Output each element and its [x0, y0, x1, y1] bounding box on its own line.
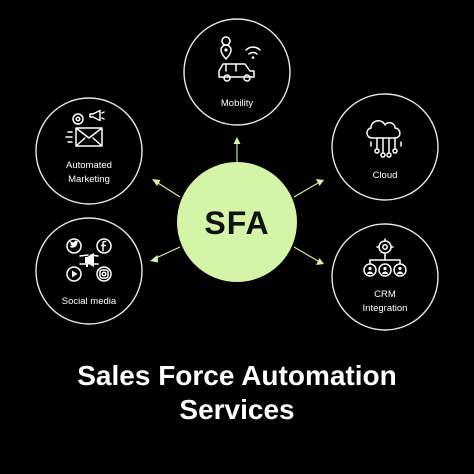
page-title-line1: Sales Force Automation	[77, 360, 397, 391]
hub-circle	[177, 162, 297, 282]
instagram-icon	[96, 266, 112, 282]
node-label: Social media	[62, 296, 117, 307]
node-label: Cloud	[373, 170, 398, 181]
node-mobility: Mobility	[183, 18, 291, 126]
node-cloud: Cloud	[331, 93, 439, 201]
connector-cloud	[293, 179, 324, 198]
connector-social	[150, 246, 181, 263]
hub-label: SFA	[204, 205, 269, 241]
hub: SFA	[177, 162, 297, 282]
car-wifi-location-icon	[218, 36, 261, 82]
node-label-line2: Integration	[363, 303, 408, 314]
connectors	[150, 137, 324, 265]
connector-mobility	[233, 137, 241, 163]
megaphone-icon	[85, 253, 94, 267]
node-ring	[331, 93, 439, 201]
node-ring	[183, 18, 291, 126]
node-label-line2: Marketing	[68, 174, 110, 185]
megaphone-icon	[89, 109, 101, 122]
envelope-megaphone-icon	[65, 109, 105, 147]
cloud-network-icon	[366, 120, 402, 158]
page-title-line2: Services	[179, 394, 295, 425]
node-social-media: Social media	[35, 217, 143, 325]
at-sign-icon	[72, 113, 84, 125]
node-crm-integration: CRM Integration	[331, 223, 439, 331]
connector-marketing	[152, 179, 181, 198]
youtube-icon	[66, 266, 82, 282]
node-label-line1: Automated	[66, 160, 112, 171]
connector-crm	[293, 246, 324, 265]
facebook-icon	[96, 238, 112, 254]
page-title: Sales Force Automation Services	[0, 359, 474, 427]
gear-people-network-icon	[363, 238, 407, 277]
node-ring	[35, 97, 143, 205]
node-automated-marketing: Automated Marketing	[35, 97, 143, 205]
social-media-icons-cluster	[66, 238, 112, 282]
node-ring	[331, 223, 439, 331]
node-label: Mobility	[221, 98, 253, 109]
twitter-icon	[66, 238, 82, 254]
node-ring	[35, 217, 143, 325]
node-label-line1: CRM	[374, 289, 396, 300]
